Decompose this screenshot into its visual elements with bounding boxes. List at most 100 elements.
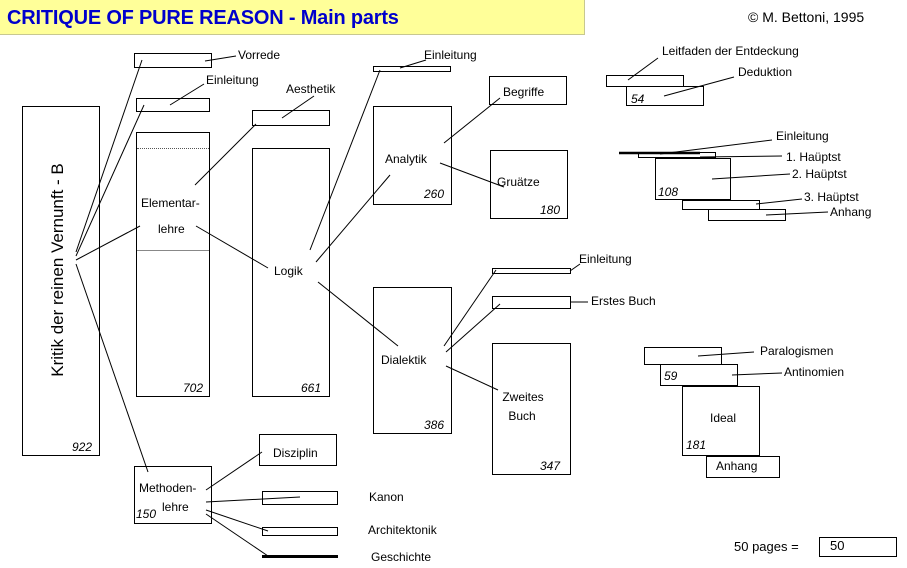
elementarlehre-label-2: lehre xyxy=(158,222,185,236)
antinomien-label: Antinomien xyxy=(784,365,845,379)
line-aesthetik-label xyxy=(281,95,315,119)
logik-box xyxy=(252,148,330,397)
line-elem-logik xyxy=(195,225,269,269)
aesthetik-box xyxy=(252,110,330,126)
line-antinomien-label xyxy=(731,372,783,376)
line-einl-logik-label xyxy=(399,59,427,69)
line-root-methodenlehre xyxy=(75,263,149,473)
line-einleitung-label xyxy=(169,83,205,106)
leitfaden-label: Leitfaden der Entdeckung xyxy=(662,44,799,58)
anhang-dial-box xyxy=(706,456,780,478)
line-anhang-gr-label xyxy=(765,211,829,216)
line-dialektik-erstes xyxy=(445,303,501,353)
scale-box xyxy=(819,537,897,557)
disziplin-label: Disziplin xyxy=(273,446,318,460)
line-logik-einleitung xyxy=(309,69,381,251)
scale-label: 50 pages = xyxy=(734,539,799,554)
anhang-gr-box xyxy=(708,209,786,221)
line-hauptst2-label xyxy=(711,173,791,180)
line-methoden-architektonik xyxy=(205,509,269,532)
line-hauptst3-label xyxy=(755,198,803,205)
paralogismen-label: Paralogismen xyxy=(760,344,834,358)
logik-pages: 661 xyxy=(301,381,322,395)
dialektik-label: Dialektik xyxy=(381,353,427,367)
title-bar: CRITIQUE OF PURE REASON - Main parts xyxy=(0,0,585,35)
elementarlehre-pages: 702 xyxy=(183,381,204,395)
einleitung-main-label: Einleitung xyxy=(206,73,259,87)
line-elem-aesthetik xyxy=(194,123,257,186)
grundsaetze-box xyxy=(490,150,568,219)
deduktion-pages: 54 xyxy=(631,92,645,106)
root-pages: 922 xyxy=(72,440,93,454)
root-box xyxy=(22,106,100,456)
architektonik-box xyxy=(262,527,338,536)
anhang-gr-label: Anhang xyxy=(830,205,872,219)
ideal-label: Ideal xyxy=(710,411,737,425)
line-dialektik-einleitung xyxy=(443,269,497,347)
analytik-box xyxy=(373,106,452,205)
methodenlehre-label-1: Methoden- xyxy=(139,481,197,495)
hauptst-1-label: 1. Haüptst xyxy=(786,150,841,164)
elementarlehre-divider-top xyxy=(137,148,209,149)
grundsaetze-label: Gruätze xyxy=(497,175,540,189)
zweites-buch-label-1: Zweites xyxy=(502,390,544,404)
line-paralogismen-label xyxy=(697,351,755,357)
elementarlehre-box xyxy=(136,132,210,397)
deduktion-label: Deduktion xyxy=(738,65,793,79)
hauptst-pages: 108 xyxy=(658,185,679,199)
line-logik-analytik xyxy=(315,174,391,263)
vorrede-label: Vorrede xyxy=(238,48,281,62)
einleitung-logik-box xyxy=(373,66,451,72)
zweites-buch-pages: 347 xyxy=(540,459,561,473)
methodenlehre-label-2: lehre xyxy=(162,500,189,514)
kanon-box xyxy=(262,491,338,505)
credit-text: © M. Bettoni, 1995 xyxy=(748,9,865,25)
einleitung-logik-label: Einleitung xyxy=(424,48,477,62)
anhang-dial-label: Anhang xyxy=(716,459,758,473)
vorrede-box xyxy=(134,53,212,68)
scale-value: 50 xyxy=(830,538,845,553)
erstes-buch-label: Erstes Buch xyxy=(591,294,656,308)
line-methoden-geschichte xyxy=(205,513,269,557)
begriffe-label: Begriffe xyxy=(503,85,545,99)
einleitung-dial-label: Einleitung xyxy=(579,252,632,266)
elementarlehre-divider-bottom xyxy=(137,250,209,251)
line-logik-dialektik xyxy=(317,281,399,347)
line-einl-dial-label xyxy=(569,263,581,272)
aesthetik-label: Aesthetik xyxy=(286,82,336,96)
line-root-einleitung xyxy=(75,104,145,257)
line-leitfaden-label xyxy=(627,57,659,81)
logik-label: Logik xyxy=(274,264,303,278)
dialektik-pages: 386 xyxy=(424,418,445,432)
line-root-vorrede xyxy=(75,59,143,253)
zweites-buch-label-2: Buch xyxy=(508,409,536,423)
methodenlehre-box xyxy=(134,466,212,524)
line-root-elementarlehre xyxy=(75,225,141,261)
hauptst-2-label: 2. Haüptst xyxy=(792,167,847,181)
einleitung-main-box xyxy=(136,98,210,112)
einleitung-gr-label: Einleitung xyxy=(776,129,829,143)
diagram-title: CRITIQUE OF PURE REASON - Main parts xyxy=(7,7,399,29)
geschichte-label: Geschichte xyxy=(371,550,432,564)
line-methoden-disziplin xyxy=(205,451,263,491)
line-deduktion-label xyxy=(663,76,735,97)
analytik-pages: 260 xyxy=(424,187,445,201)
zweites-buch-box xyxy=(492,343,571,475)
ideal-pages: 181 xyxy=(686,438,707,452)
grundsaetze-pages: 180 xyxy=(540,203,561,217)
antinomien-pages: 59 xyxy=(664,369,678,383)
dialektik-box xyxy=(373,287,452,434)
line-dialektik-zweites xyxy=(445,365,499,391)
ideal-box xyxy=(682,386,760,456)
architektonik-label: Architektonik xyxy=(368,523,437,537)
hauptst-3-label: 3. Haüptst xyxy=(804,190,859,204)
line-hauptst1-label xyxy=(699,155,783,158)
line-vorrede-label xyxy=(204,55,237,62)
begriffe-box xyxy=(489,76,567,105)
line-methoden-kanon xyxy=(205,496,301,503)
disziplin-box xyxy=(259,434,337,466)
kanon-label: Kanon xyxy=(369,490,404,504)
line-einl-gr-label xyxy=(659,139,773,155)
line-analytik-grundsaetze xyxy=(439,162,505,188)
